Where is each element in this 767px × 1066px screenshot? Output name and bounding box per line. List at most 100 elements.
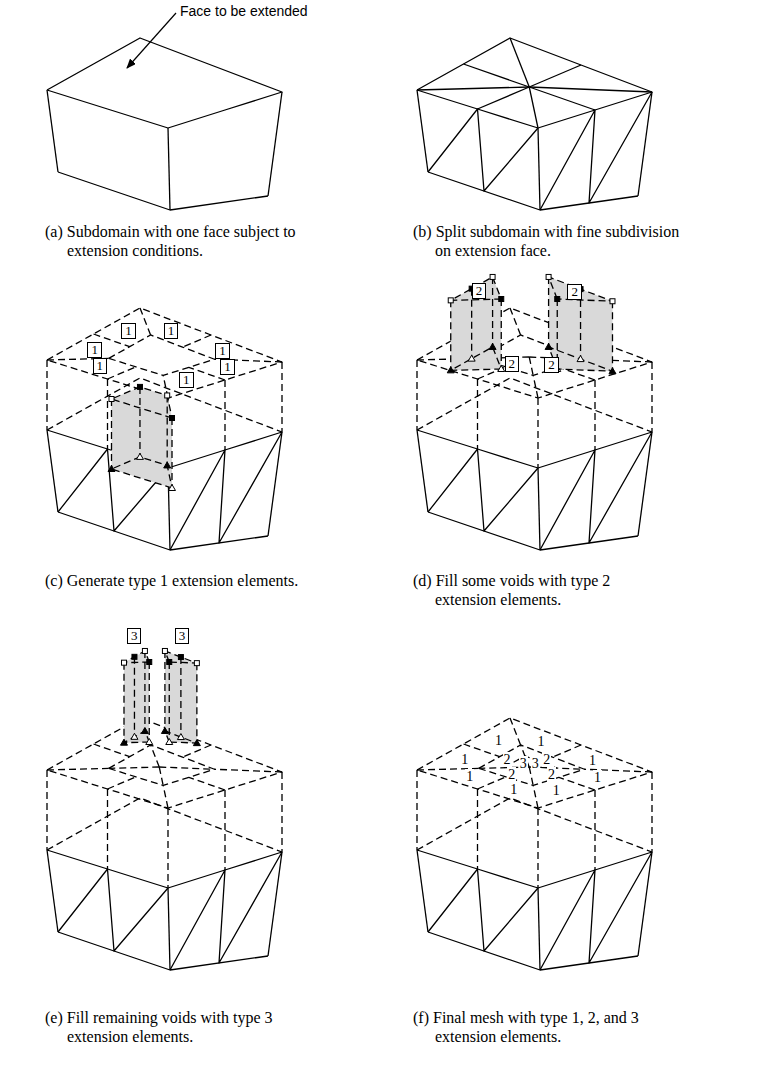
node-marker (165, 393, 170, 398)
node-marker (447, 367, 454, 373)
callout-box: 2 (505, 356, 520, 372)
node-marker (166, 739, 173, 745)
type1-element (111, 399, 112, 469)
type1-element (171, 418, 172, 488)
leader-arrow (127, 13, 176, 68)
subdomain-edge (47, 430, 58, 512)
node-marker (120, 739, 127, 745)
type2-element (580, 289, 581, 359)
type1-element (112, 457, 173, 488)
extension-edge (189, 777, 225, 790)
split-edge (417, 87, 529, 90)
type3-element (149, 662, 150, 742)
callout-number: 1 (97, 358, 104, 373)
split-edge (540, 92, 652, 210)
node-marker (162, 648, 167, 653)
node-marker (609, 368, 616, 374)
subdomain-edge (268, 852, 282, 956)
node-marker (132, 654, 137, 659)
node-marker (146, 739, 153, 745)
subdomain-edge (538, 468, 540, 550)
split-edge (540, 432, 652, 550)
extension-edge (109, 335, 215, 376)
element-type-number: 1 (552, 783, 561, 798)
node-marker (489, 343, 496, 349)
split-edge (464, 64, 530, 87)
callout-number: 1 (125, 323, 132, 338)
split-edge (428, 869, 538, 951)
extension-edge (224, 380, 225, 450)
split-edge (529, 87, 538, 128)
callout-number: 1 (224, 359, 231, 374)
subdomain-edge (58, 512, 268, 550)
extension-edge (183, 745, 211, 757)
type2-element (451, 347, 502, 370)
subdomain-edge (417, 430, 428, 512)
subdomain-edge (268, 432, 282, 536)
subfigure-caption: (e) Fill remaining voids with type 3 ext… (45, 1008, 305, 1046)
subdomain-edge (58, 172, 268, 210)
subfigure-caption: (c) Generate type 1 extension elements. (45, 571, 397, 590)
extension-edge (559, 777, 595, 790)
type2-element (501, 299, 502, 369)
callout-box: 1 (164, 323, 179, 339)
subdomain-edge (47, 850, 58, 932)
element-type-number: 3 (531, 756, 540, 771)
node-marker (142, 648, 147, 653)
type2-element-shade (451, 277, 502, 370)
extension-edge (46, 360, 47, 430)
extension-edge (416, 360, 417, 430)
callout-box: 1 (93, 358, 108, 374)
node-marker (448, 298, 453, 303)
extension-edge (477, 379, 478, 449)
type2-element (612, 301, 613, 371)
callout-box: 1 (220, 359, 235, 375)
callout-box: 3 (127, 628, 142, 644)
node-marker (610, 299, 615, 304)
extension-edge (151, 745, 160, 767)
panel-a (47, 13, 282, 210)
type3-element (134, 657, 135, 737)
split-edge (428, 109, 538, 191)
callout-box: 2 (544, 357, 559, 373)
callout-number: 2 (571, 284, 578, 299)
callout-box: 1 (121, 323, 136, 339)
subdomain-edge (428, 172, 638, 210)
type2-element (492, 277, 493, 347)
subdomain-edge (417, 850, 652, 888)
extension-edge (537, 808, 538, 888)
split-edge (529, 87, 595, 110)
callout-box: 2 (472, 283, 487, 299)
node-marker (136, 453, 143, 459)
callout-number: 1 (183, 372, 190, 387)
node-marker (194, 661, 199, 666)
extension-edge (183, 335, 211, 347)
extension-edge (533, 375, 538, 398)
extension-edge (108, 777, 136, 789)
extension-edge (510, 718, 521, 745)
split-edge (529, 87, 652, 92)
subdomain-edge (638, 432, 652, 536)
extension-edge (553, 745, 581, 757)
node-marker (178, 655, 183, 660)
extension-edge (163, 785, 168, 808)
panel-e (47, 648, 282, 970)
type2-element (549, 277, 613, 301)
node-marker (490, 274, 495, 279)
subdomain-edge (638, 852, 652, 956)
panel-d (417, 274, 652, 550)
subdomain-edge (47, 90, 58, 172)
subdomain-edge (168, 888, 170, 970)
extension-edge (224, 790, 225, 870)
extension-edge (478, 777, 506, 789)
subdomain-edge (538, 888, 540, 970)
extension-edge (107, 789, 108, 869)
subdomain-edge (417, 90, 428, 172)
extension-edge (533, 785, 538, 808)
subdomain-face (417, 38, 652, 128)
split-edge (540, 852, 652, 970)
panel-b (417, 38, 652, 210)
callout-number: 3 (131, 628, 138, 643)
